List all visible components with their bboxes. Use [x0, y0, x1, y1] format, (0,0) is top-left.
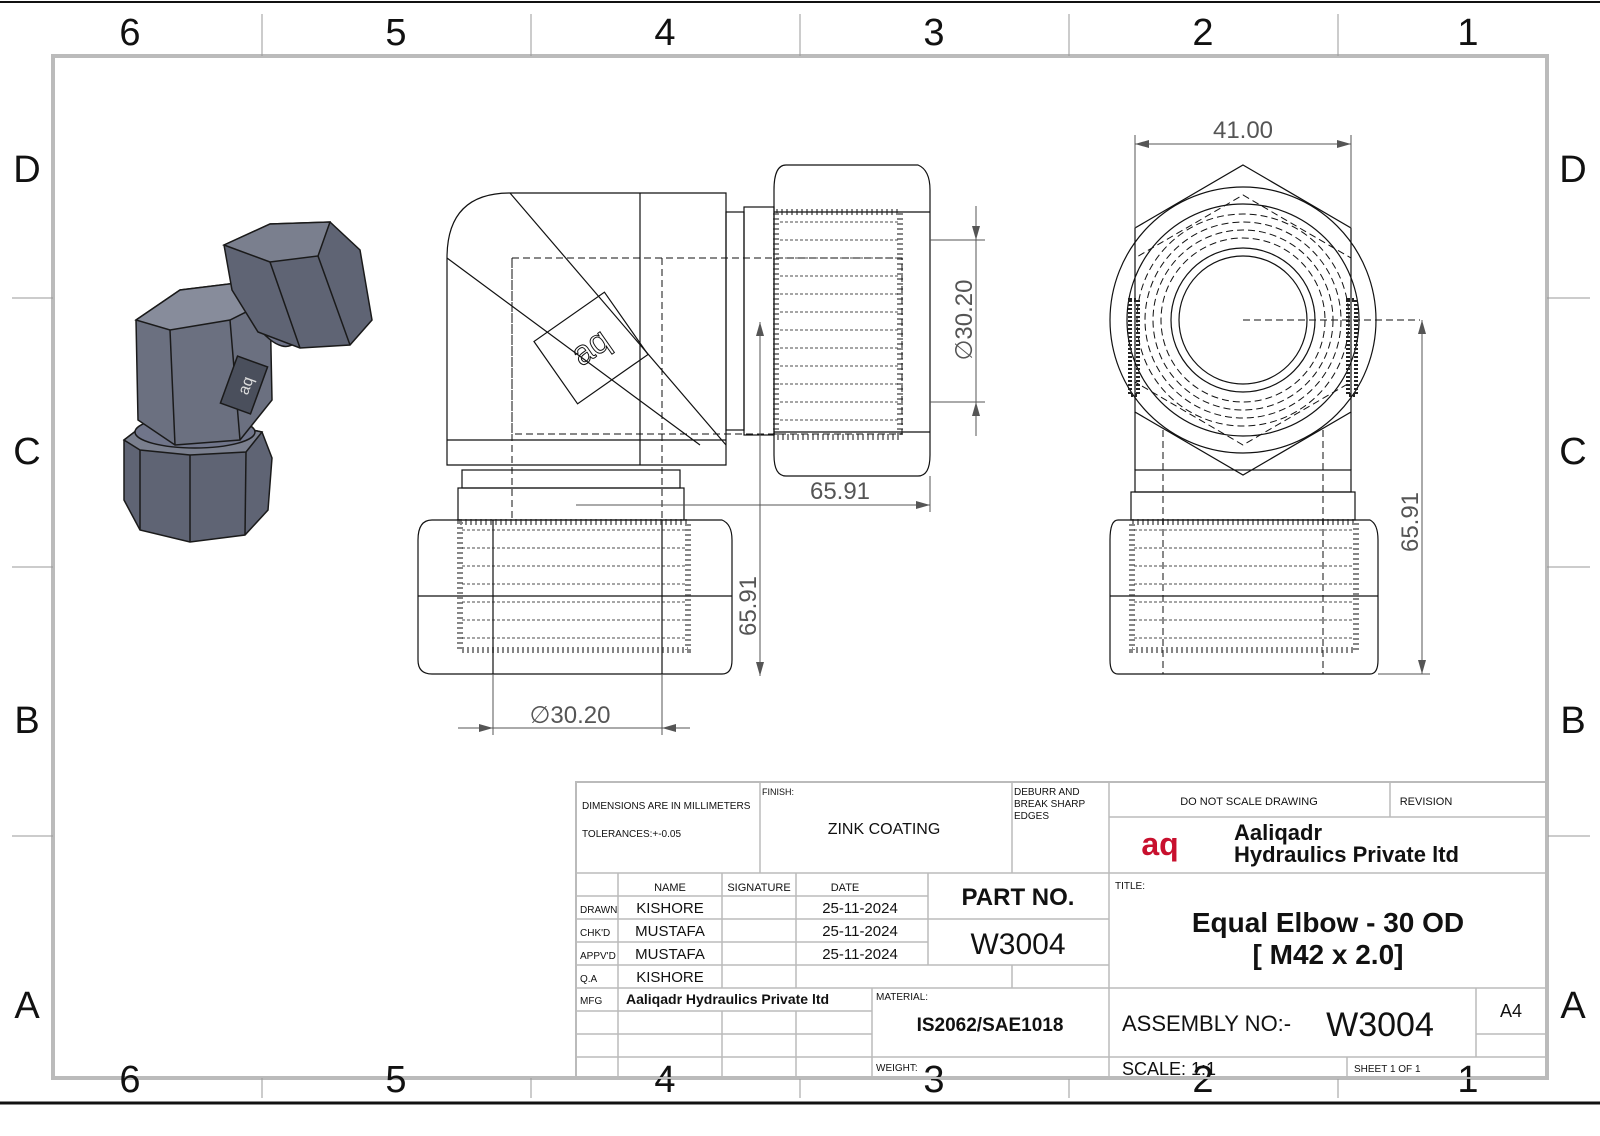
dim-height-front: 65.91 — [735, 576, 762, 636]
dim-hex-width: 41.00 — [1213, 117, 1273, 144]
role-drawn: DRAWN — [580, 905, 617, 916]
role-qa: Q.A — [580, 974, 598, 985]
col-name-header: NAME — [654, 882, 686, 894]
name-qa: KISHORE — [636, 969, 704, 986]
svg-text:aq: aq — [235, 375, 257, 398]
side-view — [1109, 164, 1420, 675]
deburr-line-2: BREAK SHARP — [1014, 799, 1085, 810]
sheet-count: SHEET 1 OF 1 — [1354, 1064, 1421, 1075]
title-block-grid — [575, 781, 1548, 1079]
zone-col-3-bottom: 3 — [923, 1059, 944, 1101]
col-date-header: DATE — [831, 882, 860, 894]
finish-value: ZINK COATING — [828, 821, 941, 838]
zone-col-6-bottom: 6 — [119, 1059, 140, 1101]
do-not-scale-note: DO NOT SCALE DRAWING — [1180, 796, 1318, 808]
part-no-label: PART NO. — [962, 884, 1075, 911]
zone-row-A-left: A — [14, 985, 40, 1027]
title-line-1: Equal Elbow - 30 OD — [1192, 907, 1464, 938]
zone-col-1-top: 1 — [1457, 12, 1478, 54]
zone-row-C-left: C — [13, 431, 40, 473]
zone-row-C-right: C — [1559, 431, 1586, 473]
weight-label: WEIGHT: — [876, 1063, 918, 1074]
part-no-value: W3004 — [970, 928, 1065, 961]
name-approved: MUSTAFA — [635, 946, 705, 963]
front-view-dimensions — [458, 206, 985, 735]
assembly-no-value: W3004 — [1326, 1006, 1434, 1044]
isometric-render: aq — [122, 221, 373, 543]
elbow-body-outline — [446, 192, 727, 466]
dim-length-horizontal: 65.91 — [810, 478, 870, 505]
role-checked: CHK'D — [580, 928, 610, 939]
svg-text:aq: aq — [564, 321, 617, 374]
zone-col-5-top: 5 — [385, 12, 406, 54]
zone-col-2-top: 2 — [1192, 12, 1213, 54]
scale-label: SCALE: 1:1 — [1122, 1059, 1216, 1079]
zone-row-B-left: B — [14, 700, 39, 742]
date-checked: 25-11-2024 — [822, 923, 898, 940]
zone-col-5-bottom: 5 — [385, 1059, 406, 1101]
mfg-label: MFG — [580, 996, 602, 1007]
zone-col-4-top: 4 — [654, 12, 675, 54]
dim-height-side: 65.91 — [1397, 492, 1424, 552]
front-view: aq — [417, 164, 931, 675]
zone-col-6-top: 6 — [119, 12, 140, 54]
material-label: MATERIAL: — [876, 992, 928, 1003]
title-line-2: [ M42 x 2.0] — [1253, 939, 1404, 970]
zone-col-4-bottom: 4 — [654, 1059, 675, 1101]
dimensions-note: DIMENSIONS ARE IN MILLIMETERS — [582, 801, 751, 812]
side-view-dimensions — [1134, 135, 1430, 675]
zone-col-1-bottom: 1 — [1457, 1059, 1478, 1101]
company-name-line-2: Hydraulics Private ltd — [1234, 842, 1459, 867]
zone-row-A-right: A — [1560, 985, 1586, 1027]
col-signature-header: SIGNATURE — [727, 882, 790, 894]
zone-row-B-right: B — [1560, 700, 1585, 742]
zone-col-2-bottom: 2 — [1192, 1059, 1213, 1101]
role-approved: APPV'D — [580, 951, 616, 962]
company-logo: aq — [1141, 826, 1178, 862]
date-drawn: 25-11-2024 — [822, 900, 898, 917]
assembly-no-label: ASSEMBLY NO:- — [1122, 1011, 1291, 1036]
title-label: TITLE: — [1115, 881, 1145, 892]
dim-bore-bottom: ∅30.20 — [530, 702, 611, 729]
material-value: IS2062/SAE1018 — [917, 1015, 1064, 1036]
mfg-value: Aaliqadr Hydraulics Private ltd — [626, 991, 829, 1007]
zone-row-D-right: D — [1559, 149, 1586, 191]
name-drawn: KISHORE — [636, 900, 704, 917]
zone-row-D-left: D — [13, 149, 40, 191]
zone-col-3-top: 3 — [923, 12, 944, 54]
name-checked: MUSTAFA — [635, 923, 705, 940]
company-name-line-1: Aaliqadr — [1234, 820, 1322, 845]
revision-label: REVISION — [1400, 796, 1453, 808]
deburr-line-3: EDGES — [1014, 811, 1049, 822]
zone-ticks — [12, 14, 1590, 1098]
date-approved: 25-11-2024 — [822, 946, 898, 963]
tolerances-note: TOLERANCES:+-0.05 — [582, 829, 681, 840]
deburr-line-1: DEBURR AND — [1014, 787, 1080, 798]
dim-bore-front: ∅30.20 — [951, 280, 978, 361]
finish-label: FINISH: — [762, 787, 794, 797]
sheet-size: A4 — [1500, 1001, 1522, 1021]
